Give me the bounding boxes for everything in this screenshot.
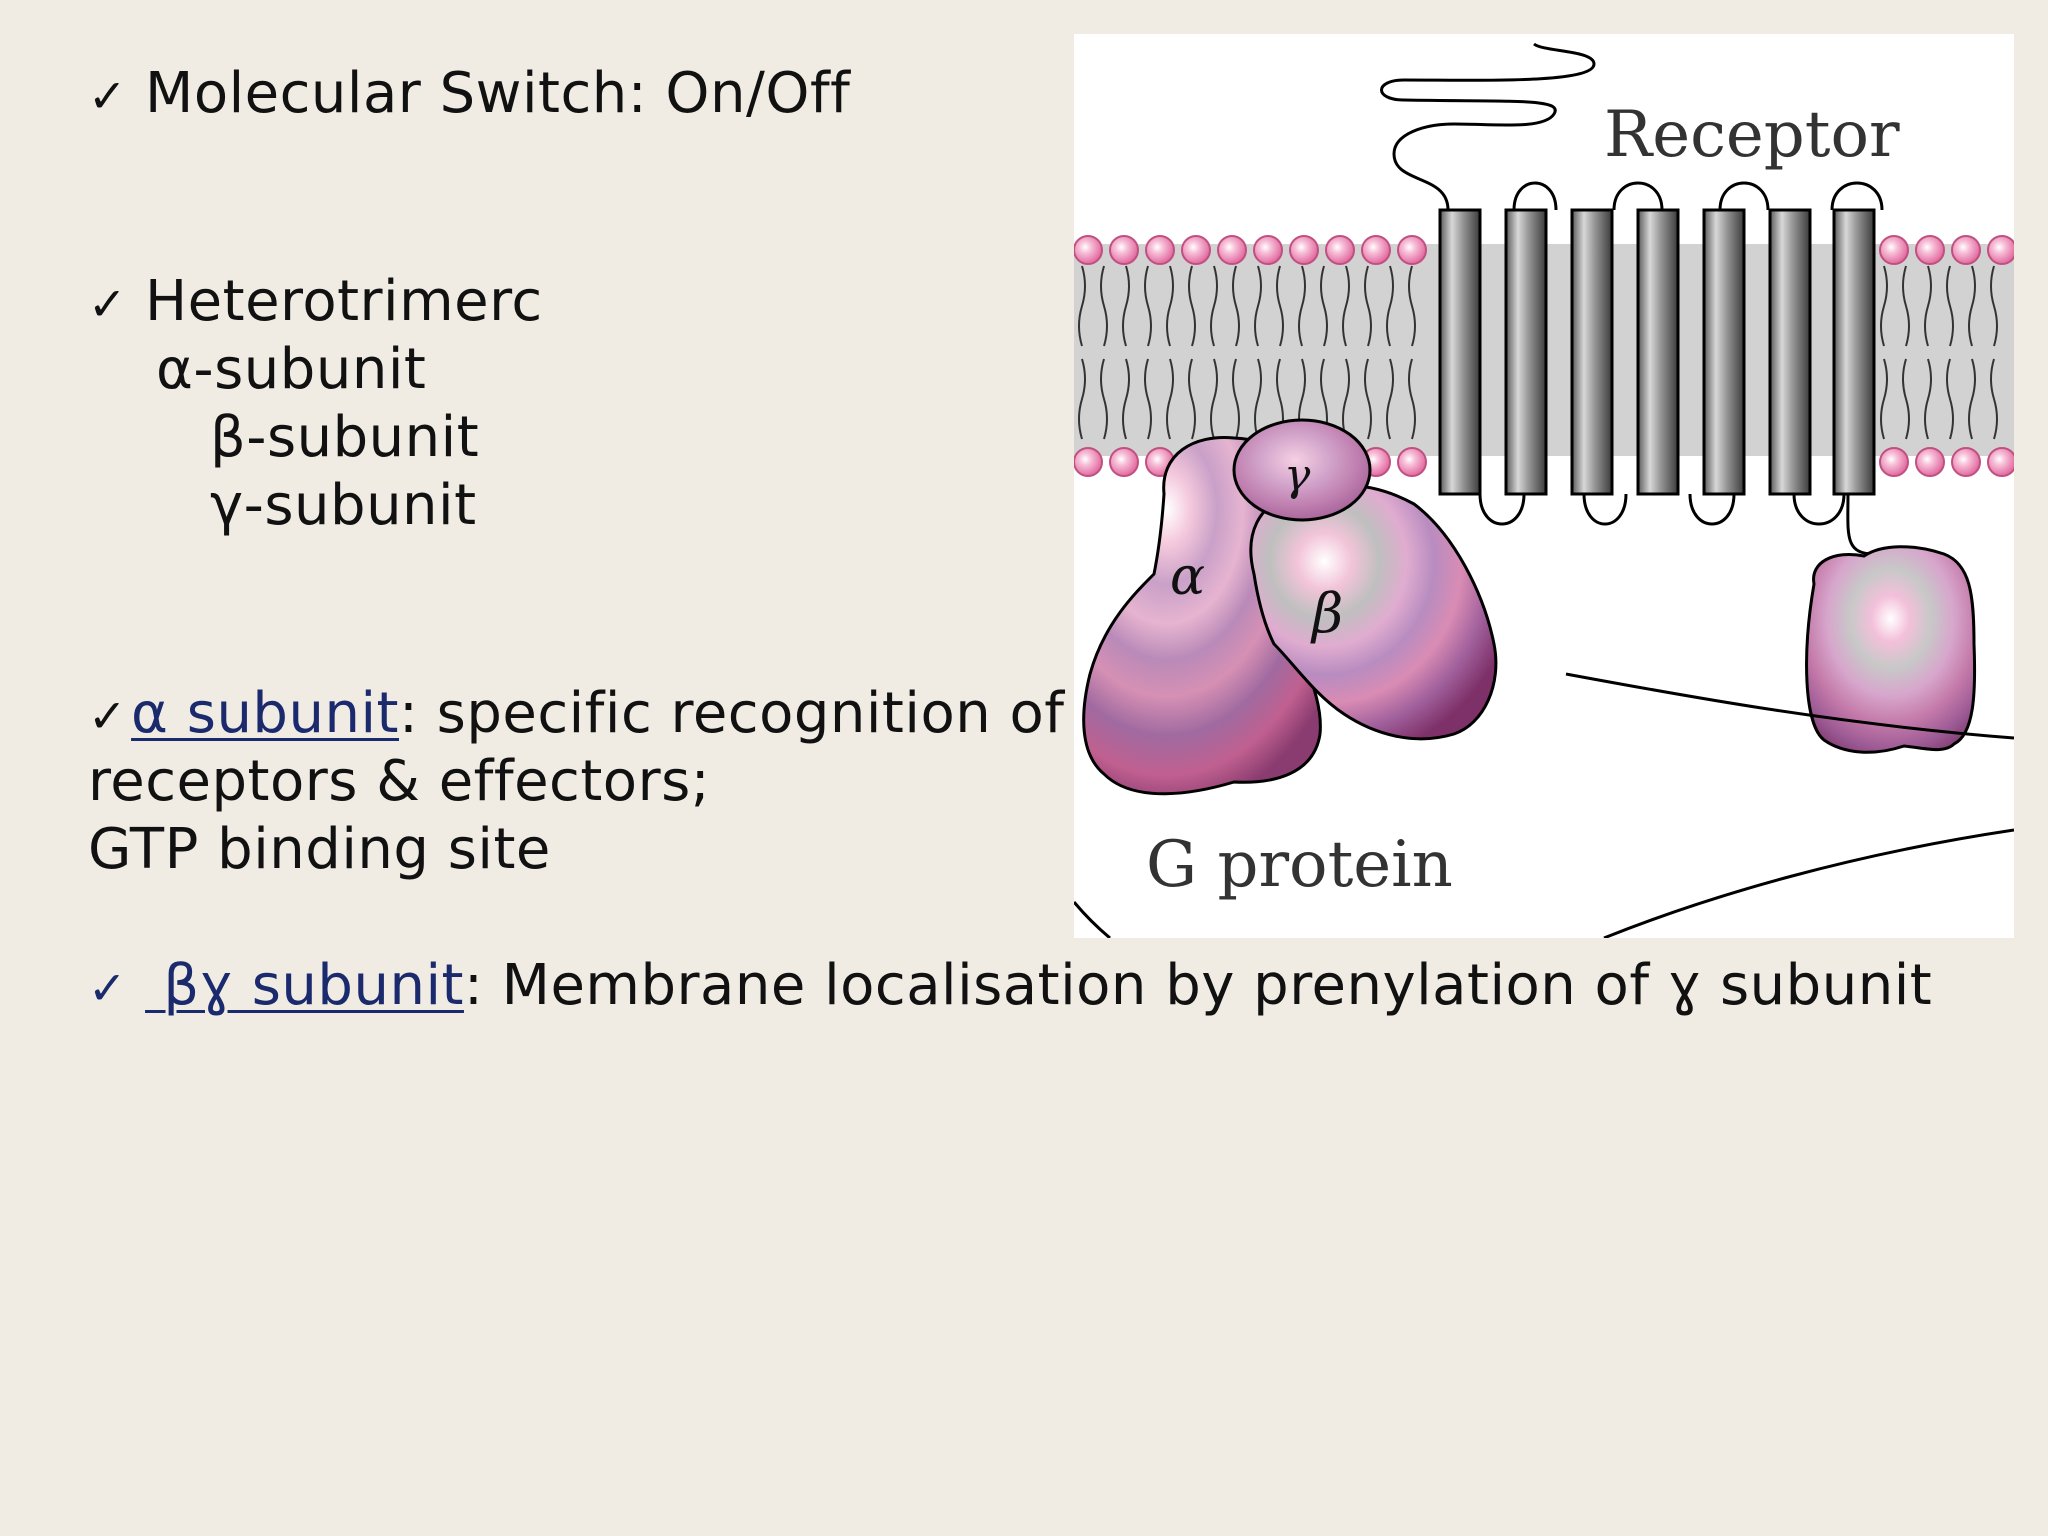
bullet-text: : specific recognition of [398,681,1065,746]
check-icon: ✓ [88,689,128,743]
bullet-heterotrimeric: ✓ Heterotrimerc [88,268,543,338]
alpha-label: α [1170,547,1205,607]
receptor-label: Receptor [1604,98,1900,172]
check-icon: ✓ [88,69,128,123]
beta-subunit-text: β-subunit [210,405,480,470]
check-icon: ✓ [88,961,128,1015]
transmembrane-helices [1438,208,1876,496]
alpha-subunit-text: α-subunit [156,337,427,402]
lipid-tails [1078,265,1998,440]
bullet-beta-gamma-subunit: ✓ βɣ subunit: Membrane localisation by p… [88,952,1932,1022]
check-icon: ✓ [88,277,128,331]
beta-label: β [1310,582,1343,645]
gamma-subunit-shape [1232,418,1372,522]
bullet-molecular-switch: ✓ Molecular Switch: On/Off [88,60,850,130]
beta-gamma-subunit-link[interactable]: βɣ subunit [145,953,464,1018]
lipid-heads-top [1074,235,2014,265]
alpha-subunit-link[interactable]: α subunit [131,681,399,746]
receptor-loops [1380,42,1884,556]
effector-protein [1805,545,1977,754]
bullet-text: Heterotrimerc [145,269,543,334]
bullet-alpha-line3: GTP binding site [88,817,551,882]
bullet-text: Molecular Switch: On/Off [145,61,851,126]
bullet-alpha-line2: receptors & effectors; [88,749,711,814]
bullet-text: : Membrane localisation by prenylation o… [463,953,1933,1018]
pathway-lines [1074,672,2014,938]
g-protein-receptor-figure: α β γ Receptor G protein [1074,34,2014,938]
gamma-label: γ [1284,450,1311,501]
bullet-alpha-subunit: ✓α subunit: specific recognition of [88,680,1064,750]
gamma-subunit-text: γ-subunit [210,473,477,538]
g-protein-label: G protein [1146,828,1453,902]
